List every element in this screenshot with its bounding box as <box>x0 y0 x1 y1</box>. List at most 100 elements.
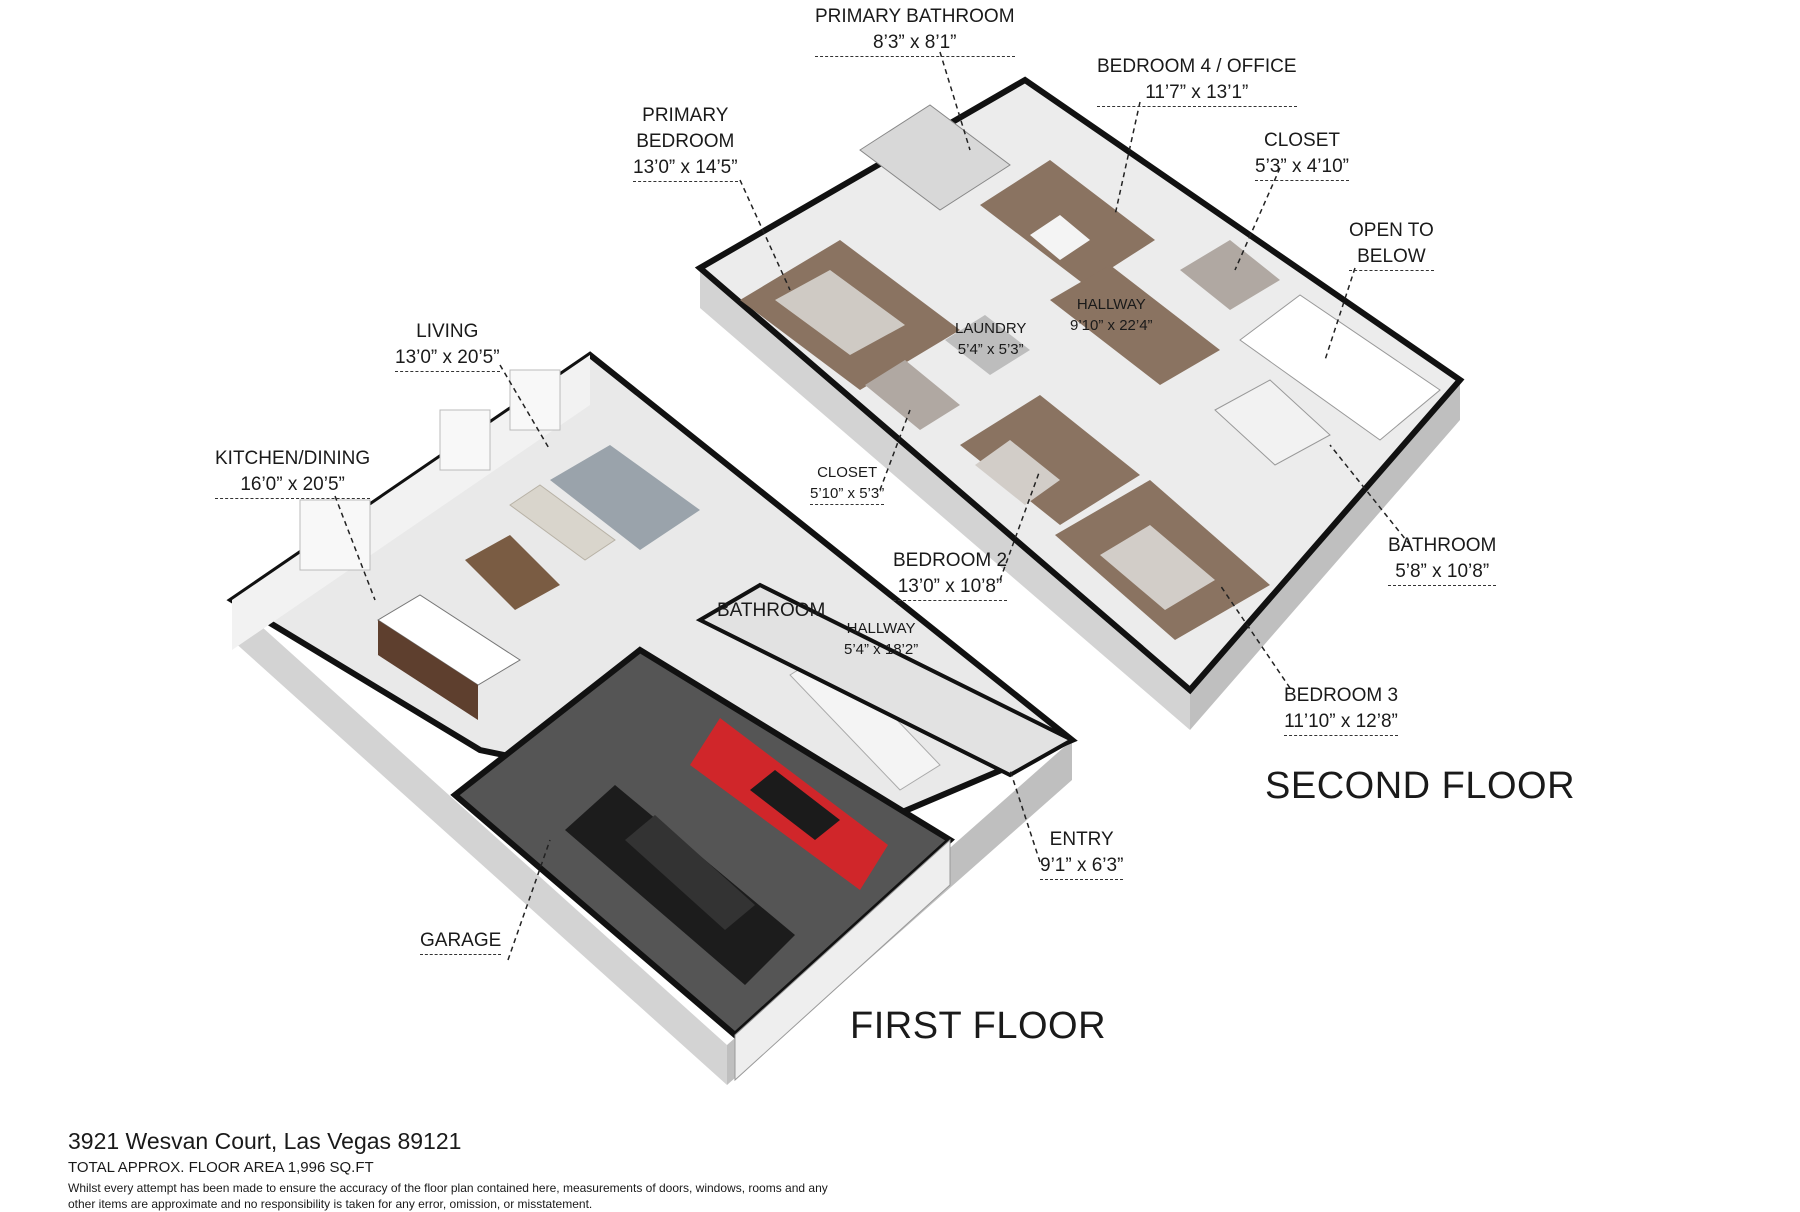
total-floor-area: TOTAL APPROX. FLOOR AREA 1,996 SQ.FT <box>68 1159 374 1176</box>
label-bedroom2: BEDROOM 2 13’0” x 10’8” <box>893 548 1008 601</box>
black-suv <box>565 785 795 985</box>
hallway-upper-name: HALLWAY <box>1076 296 1146 313</box>
lower-hallway-floor <box>695 582 1077 778</box>
living-dim: 13’0” x 20’5” <box>395 345 500 372</box>
laundry-floor <box>945 315 1030 375</box>
primary-bathroom-dim: 8’3” x 8’1” <box>815 30 1015 57</box>
hallway-lower-dim: 5’4” x 18’2” <box>844 641 919 658</box>
label-bedroom4: BEDROOM 4 / OFFICE 11’7” x 13’1” <box>1097 54 1297 107</box>
garage-door-wall <box>734 838 951 1082</box>
bathroom-upper-dim: 5’8” x 10’8” <box>1388 559 1497 586</box>
office-desk <box>1030 215 1090 260</box>
leader-primary-bedroom <box>739 179 791 291</box>
bedroom3-dim: 11’10” x 12’8” <box>1284 709 1399 736</box>
label-bathroom-upper: BATHROOM 5’8” x 10’8” <box>1388 533 1497 586</box>
bedroom2-floor <box>960 395 1140 525</box>
property-address: 3921 Wesvan Court, Las Vegas 89121 <box>68 1128 462 1154</box>
primary-bathroom-name: PRIMARY BATHROOM <box>815 6 1015 27</box>
kitchen-name: KITCHEN/DINING <box>215 448 371 469</box>
label-bedroom3: BEDROOM 3 11’10” x 12’8” <box>1284 683 1399 736</box>
first-floor-outer-wall-left <box>232 600 727 1085</box>
leader-bedroom3 <box>1219 584 1291 689</box>
disclaimer: Whilst every attempt has been made to en… <box>68 1181 828 1211</box>
bedroom2-dim: 13’0” x 10’8” <box>893 574 1008 601</box>
primary-bedroom-name-1: PRIMARY <box>642 105 729 126</box>
red-car <box>690 718 888 890</box>
closet-upper-dim: 5’3” x 4’10” <box>1255 154 1349 181</box>
living-window-2 <box>509 369 561 431</box>
label-living: LIVING 13’0” x 20’5” <box>395 319 500 372</box>
label-garage: GARAGE <box>420 928 502 955</box>
upper-closet-floor <box>1180 240 1280 310</box>
label-laundry: LAUNDRY 5’4” x 5’3” <box>955 318 1026 360</box>
kitchen-dim: 16’0” x 20’5” <box>215 472 371 499</box>
second-floor-title: SECOND FLOOR <box>1265 765 1576 807</box>
red-car-roof <box>750 770 840 840</box>
lower-closet-floor <box>865 360 960 430</box>
upper-bathroom-floor <box>1214 379 1331 466</box>
footer: 3921 Wesvan Court, Las Vegas 89121 TOTAL… <box>68 1126 968 1212</box>
second-floor-model <box>694 76 1465 730</box>
leader-living <box>499 364 551 451</box>
kitchen-island <box>377 594 521 686</box>
bedroom4-dim: 11’7” x 13’1” <box>1097 80 1297 107</box>
leader-entry <box>1009 769 1041 863</box>
dining-table <box>465 535 560 610</box>
leader-bedroom2 <box>999 469 1041 581</box>
label-closet-upper: CLOSET 5’3” x 4’10” <box>1255 128 1349 181</box>
first-floor-model <box>226 351 1078 1085</box>
leader-primary-bathroom <box>939 51 971 151</box>
second-floor-outer-wall-left <box>700 268 1190 730</box>
primary-bedroom-name-2: BEDROOM <box>636 131 735 152</box>
label-primary-bathroom: PRIMARY BATHROOM 8’3” x 8’1” <box>815 4 1015 57</box>
leader-kitchen <box>334 495 376 601</box>
kitchen-window <box>299 499 371 571</box>
black-suv-roof <box>625 815 755 930</box>
label-kitchen: KITCHEN/DINING 16’0” x 20’5” <box>215 446 371 499</box>
label-entry: ENTRY 9’1” x 6’3” <box>1040 827 1124 880</box>
closet-lower-name: CLOSET <box>817 464 878 481</box>
garage-name: GARAGE <box>420 928 502 955</box>
living-back-wall <box>232 355 590 650</box>
bathroom-upper-name: BATHROOM <box>1388 535 1497 556</box>
closet-upper-name: CLOSET <box>1263 130 1341 151</box>
kitchen-island-side <box>378 620 478 720</box>
living-name: LIVING <box>416 321 479 342</box>
label-hallway-upper: HALLWAY 9’10” x 22’4” <box>1070 294 1153 336</box>
bedroom3-name: BEDROOM 3 <box>1284 685 1399 706</box>
upper-hallway-floor <box>1050 265 1220 385</box>
label-hallway-lower: HALLWAY 5’4” x 18’2” <box>844 618 918 660</box>
living-rug <box>550 445 700 550</box>
sofa <box>509 484 616 561</box>
leader-closet-upper <box>1234 167 1281 271</box>
leader-bathroom-upper <box>1329 444 1411 546</box>
primary-bedroom-dim: 13’0” x 14’5” <box>633 155 738 182</box>
bedroom2-name: BEDROOM 2 <box>893 550 1008 571</box>
open-to-below-line-2: BELOW <box>1349 244 1434 271</box>
leader-open-to-below <box>1324 267 1356 361</box>
bedroom2-bed <box>975 440 1060 505</box>
label-bathroom-lower: BATHROOM <box>717 598 825 624</box>
entry-name: ENTRY <box>1049 829 1114 850</box>
bathroom-lower-name: BATHROOM <box>717 600 826 621</box>
living-window-1 <box>439 409 491 471</box>
hallway-upper-dim: 9’10” x 22’4” <box>1070 317 1153 334</box>
label-open-to-below: OPEN TO BELOW <box>1349 218 1434 271</box>
leader-lines <box>334 51 1411 961</box>
open-to-below-area <box>1239 294 1441 441</box>
laundry-dim: 5’4” x 5’3” <box>957 341 1024 358</box>
open-to-below-line-1: OPEN TO <box>1349 220 1434 241</box>
bedroom3-bed <box>1100 525 1215 610</box>
leader-bedroom4 <box>1114 101 1141 216</box>
primary-bathroom-floor <box>859 104 1011 211</box>
label-primary-bedroom: PRIMARY BEDROOM 13’0” x 14’5” <box>633 103 738 182</box>
first-floor-title: FIRST FLOOR <box>850 1005 1107 1047</box>
hallway-lower-name: HALLWAY <box>846 620 916 637</box>
label-closet-lower: CLOSET 5’10” x 5’3” <box>810 462 885 505</box>
primary-bed <box>775 270 905 355</box>
leader-garage <box>507 839 551 961</box>
closet-lower-dim: 5’10” x 5’3” <box>810 483 885 505</box>
second-floor-outer-wall-right <box>1190 380 1460 730</box>
laundry-name: LAUNDRY <box>955 320 1027 337</box>
bedroom4-name: BEDROOM 4 / OFFICE <box>1097 56 1297 77</box>
